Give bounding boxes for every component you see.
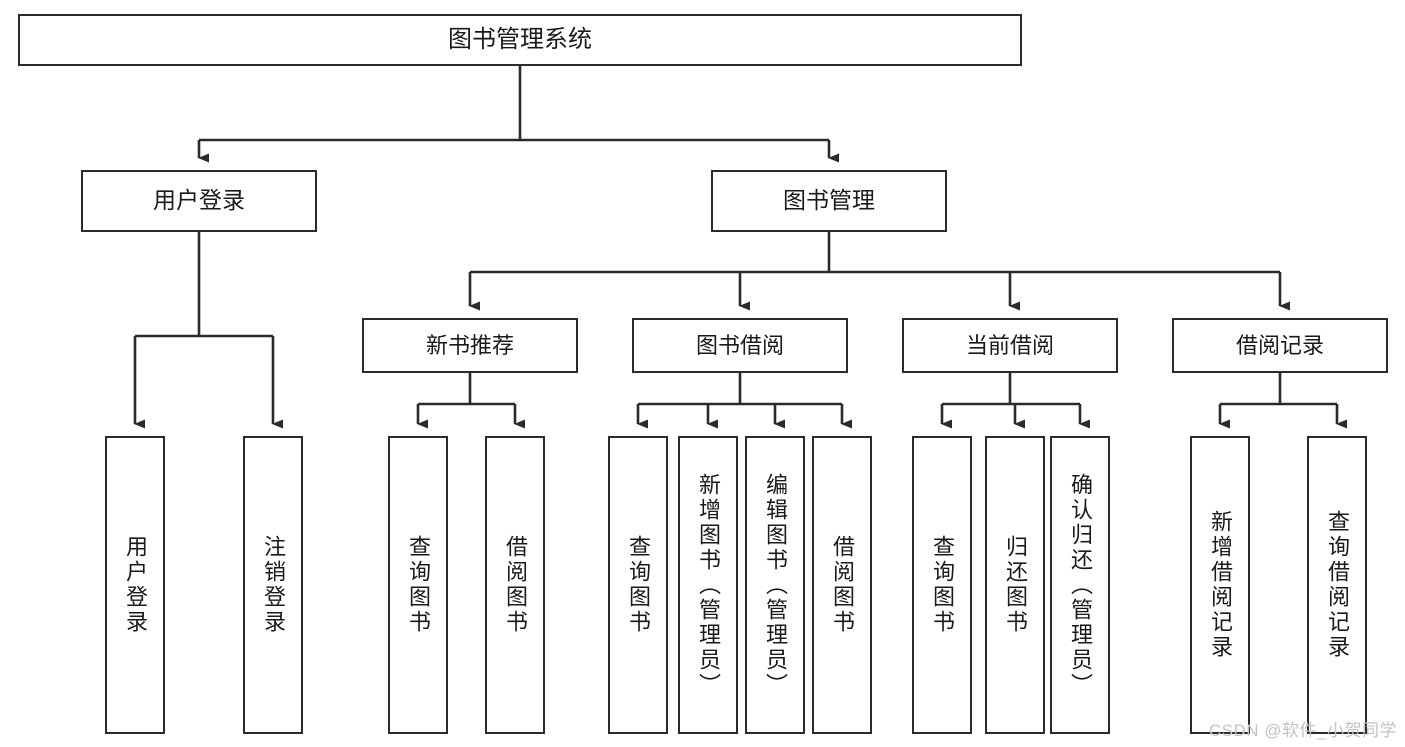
node-leaf-borrow-book-2-label: 借阅图书 xyxy=(830,535,855,635)
node-leaf-confirm-return[interactable]: 确认归还（管理员） xyxy=(1050,436,1110,734)
node-leaf-user-login-label: 用户登录 xyxy=(123,535,148,635)
node-book-manage[interactable]: 图书管理 xyxy=(711,170,947,232)
connector-current-borrow-to-leaves xyxy=(940,373,1090,429)
node-leaf-borrow-book-1-label: 借阅图书 xyxy=(503,535,528,635)
node-leaf-query-record[interactable]: 查询借阅记录 xyxy=(1307,436,1367,734)
node-book-borrow-label: 图书借阅 xyxy=(695,332,784,358)
node-borrow-record[interactable]: 借阅记录 xyxy=(1172,318,1388,373)
node-leaf-query-book-2[interactable]: 查询图书 xyxy=(608,436,668,734)
node-leaf-add-book[interactable]: 新增图书（管理员） xyxy=(678,436,738,734)
node-leaf-logout-label: 注销登录 xyxy=(261,535,286,635)
node-current-borrow-label: 当前借阅 xyxy=(965,332,1054,358)
node-borrow-record-label: 借阅记录 xyxy=(1235,332,1324,358)
node-leaf-add-record[interactable]: 新增借阅记录 xyxy=(1190,436,1250,734)
connector-user-login-to-leaves xyxy=(133,232,283,429)
node-leaf-logout[interactable]: 注销登录 xyxy=(243,436,303,734)
node-leaf-return-book[interactable]: 归还图书 xyxy=(985,436,1045,734)
node-root[interactable]: 图书管理系统 xyxy=(18,14,1022,66)
node-book-manage-label: 图书管理 xyxy=(783,187,875,214)
node-leaf-add-record-label: 新增借阅记录 xyxy=(1208,510,1233,660)
node-root-label: 图书管理系统 xyxy=(448,25,592,53)
node-new-book-recommend-label: 新书推荐 xyxy=(425,332,514,358)
node-leaf-query-book-1[interactable]: 查询图书 xyxy=(388,436,448,734)
connector-book-borrow-to-leaves xyxy=(636,373,852,429)
node-leaf-add-book-label: 新增图书（管理员） xyxy=(696,472,721,698)
node-leaf-query-record-label: 查询借阅记录 xyxy=(1325,510,1350,660)
connector-root-to-level2 xyxy=(197,66,839,163)
node-leaf-user-login[interactable]: 用户登录 xyxy=(105,436,165,734)
node-leaf-query-book-3-label: 查询图书 xyxy=(930,535,955,635)
node-new-book-recommend[interactable]: 新书推荐 xyxy=(362,318,578,373)
node-current-borrow[interactable]: 当前借阅 xyxy=(902,318,1118,373)
node-leaf-query-book-2-label: 查询图书 xyxy=(626,535,651,635)
node-leaf-edit-book-label: 编辑图书（管理员） xyxy=(763,472,788,698)
node-user-login-label: 用户登录 xyxy=(153,187,245,214)
connector-borrow-record-to-leaves xyxy=(1218,373,1347,429)
connector-book-manage-to-level3 xyxy=(468,232,1290,311)
node-leaf-confirm-return-label: 确认归还（管理员） xyxy=(1068,472,1093,698)
node-leaf-query-book-3[interactable]: 查询图书 xyxy=(912,436,972,734)
node-leaf-query-book-1-label: 查询图书 xyxy=(406,535,431,635)
node-user-login[interactable]: 用户登录 xyxy=(81,170,317,232)
node-leaf-return-book-label: 归还图书 xyxy=(1003,535,1028,635)
node-leaf-edit-book[interactable]: 编辑图书（管理员） xyxy=(745,436,805,734)
node-book-borrow[interactable]: 图书借阅 xyxy=(632,318,848,373)
connector-new-book-to-leaves xyxy=(416,373,525,429)
node-leaf-borrow-book-2[interactable]: 借阅图书 xyxy=(812,436,872,734)
node-leaf-borrow-book-1[interactable]: 借阅图书 xyxy=(485,436,545,734)
